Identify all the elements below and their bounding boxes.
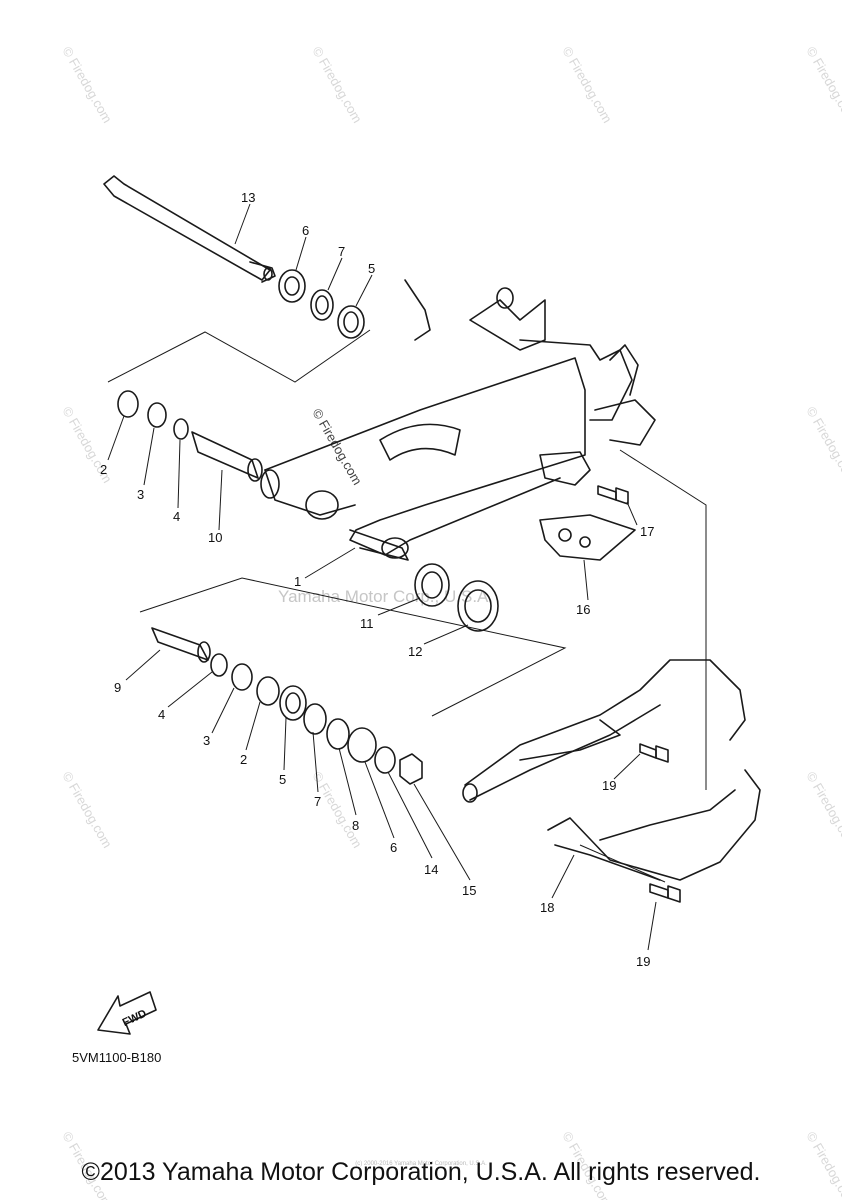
callout-4: 4 bbox=[158, 707, 165, 722]
pivot-seals-11-12 bbox=[414, 563, 499, 632]
swingarm-1 bbox=[260, 279, 656, 561]
watermark: © Firedog.com bbox=[59, 44, 115, 126]
watermark: © Firedog.com bbox=[803, 404, 842, 486]
callout-16: 16 bbox=[576, 602, 590, 617]
callout-8: 8 bbox=[352, 818, 359, 833]
callout-13: 13 bbox=[241, 190, 255, 205]
callout-5: 5 bbox=[279, 772, 286, 787]
watermark: © Firedog.com bbox=[559, 44, 615, 126]
leader-lines bbox=[107, 203, 657, 951]
upper-seal-set bbox=[278, 269, 365, 339]
bolt-19-upper bbox=[639, 743, 669, 763]
footrest-18 bbox=[462, 659, 761, 881]
callout-15: 15 bbox=[462, 883, 476, 898]
callout-2: 2 bbox=[100, 462, 107, 477]
bracket-guide-line bbox=[619, 449, 707, 790]
callouts: 13 6 7 5 2 3 4 10 1 11 12 16 17 9 4 3 2 … bbox=[100, 190, 654, 969]
diagram-code: 5VM1100-B180 bbox=[72, 1050, 161, 1065]
callout-9: 9 bbox=[114, 680, 121, 695]
bolt-19-lower bbox=[649, 883, 681, 903]
fine-print: (c) 2000-2016 Yamaha Motor Corporation, … bbox=[355, 1161, 487, 1167]
callout-12: 12 bbox=[408, 644, 422, 659]
callout-3: 3 bbox=[203, 733, 210, 748]
pivot-shaft-13 bbox=[103, 175, 276, 283]
upper-bearing-group-box bbox=[107, 329, 371, 383]
watermark: © Firedog.com bbox=[803, 769, 842, 851]
lower-bearing-set bbox=[151, 627, 423, 785]
callout-14: 14 bbox=[424, 862, 438, 877]
callout-7: 7 bbox=[338, 244, 345, 259]
center-watermark: Yamaha Motor Corp., U.S.A. bbox=[278, 587, 493, 606]
callout-4: 4 bbox=[173, 509, 180, 524]
callout-6: 6 bbox=[390, 840, 397, 855]
lower-bearing-group-box bbox=[139, 577, 567, 717]
callout-17: 17 bbox=[640, 524, 654, 539]
callout-19: 19 bbox=[636, 954, 650, 969]
callout-1: 1 bbox=[294, 574, 301, 589]
callout-3: 3 bbox=[137, 487, 144, 502]
callout-5: 5 bbox=[368, 261, 375, 276]
watermark: © Firedog.com bbox=[59, 769, 115, 851]
callout-19: 19 bbox=[602, 778, 616, 793]
copyright-footer: ©2013 Yamaha Motor Corporation, U.S.A. A… bbox=[81, 1158, 761, 1186]
callout-6: 6 bbox=[302, 223, 309, 238]
callout-18: 18 bbox=[540, 900, 554, 915]
callout-7: 7 bbox=[314, 794, 321, 809]
watermark: © Firedog.com bbox=[803, 44, 842, 126]
watermark-layer: © Firedog.com © Firedog.com © Firedog.co… bbox=[59, 44, 842, 1200]
callout-10: 10 bbox=[208, 530, 222, 545]
fwd-arrow-icon: FWD bbox=[97, 991, 157, 1035]
bolt-17 bbox=[597, 485, 629, 505]
watermark: © Firedog.com bbox=[309, 44, 365, 126]
chain-guide-16 bbox=[539, 451, 636, 561]
callout-2: 2 bbox=[240, 752, 247, 767]
fwd-label: FWD bbox=[121, 1008, 149, 1029]
watermark: © Firedog.com bbox=[309, 406, 365, 488]
upper-bearing-set bbox=[117, 390, 263, 482]
callout-11: 11 bbox=[360, 616, 374, 631]
watermark: © Firedog.com bbox=[309, 769, 365, 851]
